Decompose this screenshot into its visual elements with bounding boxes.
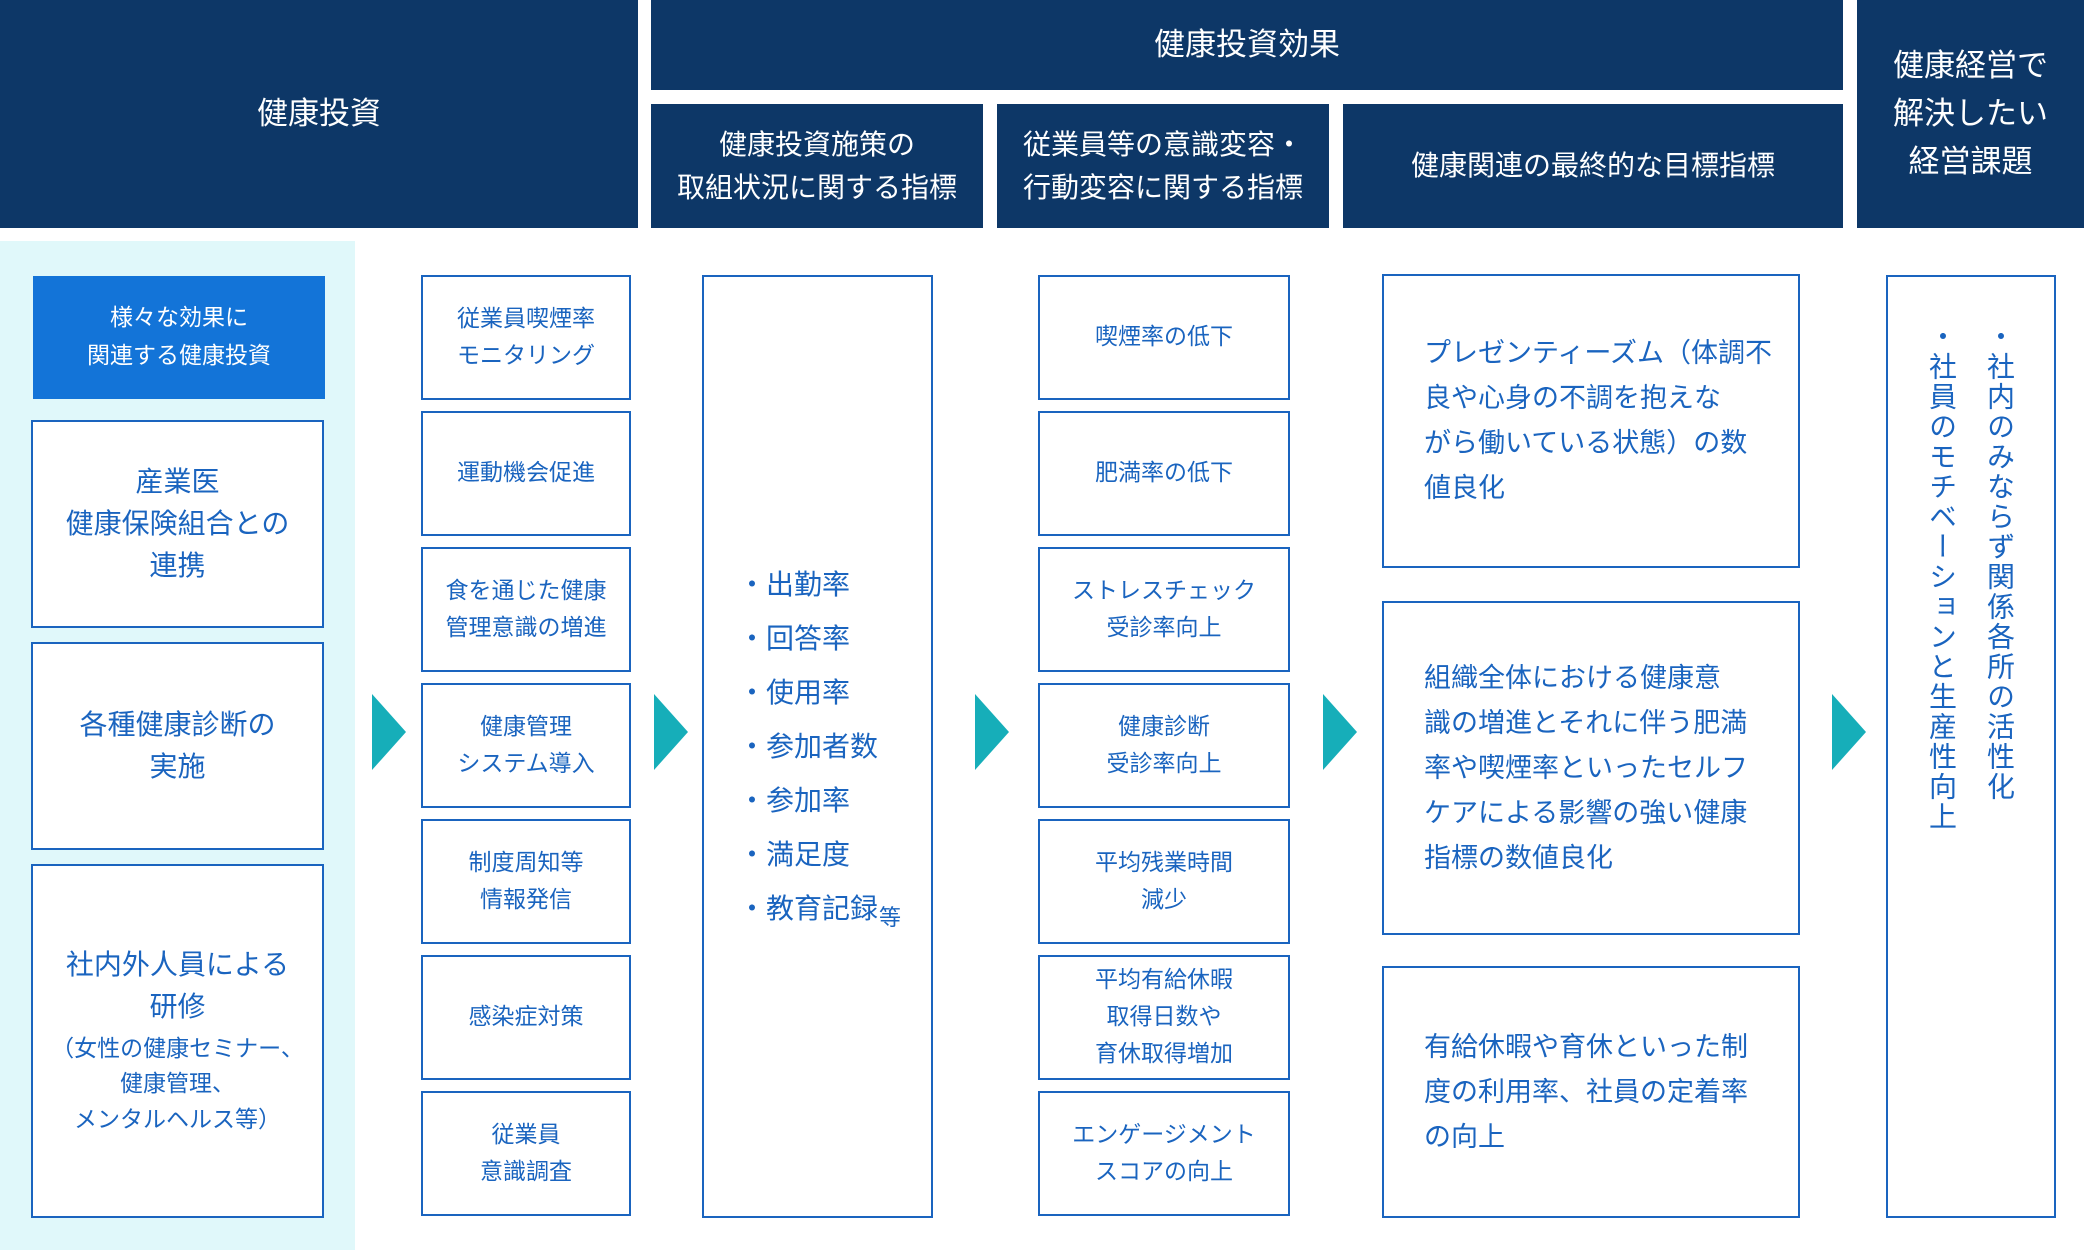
goal-box-health-awareness: 組織全体における健康意 識の増進とそれに伴う肥満 率や喫煙率といったセルフ ケア… (1382, 601, 1800, 935)
measure-box: 運動機会促進 (421, 411, 631, 536)
metric-item: ・参加者数 (738, 729, 879, 763)
metrics-list: ・出勤率 ・回答率 ・使用率 ・参加者数 ・参加率 ・満足度 ・教育記録 (738, 558, 878, 936)
behavior-box: エンゲージメント スコアの向上 (1038, 1091, 1290, 1216)
metric-item: ・満足度 (738, 837, 851, 871)
investment-box-label: 社内外人員による 研修 (65, 947, 290, 1023)
goal-label: 組織全体における健康意 識の増進とそれに伴う肥満 率や喫煙率といったセルフ ケア… (1424, 662, 1748, 874)
arrow-right-icon (1832, 694, 1866, 770)
measure-box: 感染症対策 (421, 955, 631, 1080)
investment-tag-label: 様々な効果に 関連する健康投資 (87, 304, 271, 369)
metric-item: ・回答率 (738, 621, 851, 655)
header-behavior-indicators: 従業員等の意識変容・ 行動変容に関する指標 (997, 104, 1329, 228)
behavior-label: ストレスチェック 受診率向上 (1072, 577, 1256, 641)
header-effect-label: 健康投資効果 (1154, 26, 1340, 63)
goal-box-presenteeism: プレゼンティーズム（体調不 良や心身の不調を抱えな がら働いている状態）の数 値… (1382, 274, 1800, 568)
measure-label: 従業員喫煙率 モニタリング (457, 305, 595, 369)
metrics-etc: 等 (878, 906, 901, 931)
behavior-box: 平均残業時間 減少 (1038, 819, 1290, 944)
behavior-box: 健康診断 受診率向上 (1038, 683, 1290, 808)
investment-training-note: （女性の健康セミナー、 健康管理、 メンタルヘルス等） (51, 1035, 304, 1133)
measure-label: 健康管理 システム導入 (457, 713, 595, 777)
issues-box (1886, 275, 2056, 1218)
header-measure-indicators-label: 健康投資施策の 取組状況に関する指標 (676, 127, 957, 204)
measure-label: 運動機会促進 (457, 460, 595, 487)
issue-item: ・社員のモチベーションと生産性向上 (1925, 322, 1958, 832)
behavior-label: 平均有給休暇 取得日数や 育休取得増加 (1095, 967, 1233, 1067)
behavior-box: ストレスチェック 受診率向上 (1038, 547, 1290, 672)
behavior-box: 喫煙率の低下 (1038, 275, 1290, 400)
header-behavior-indicators-label: 従業員等の意識変容・ 行動変容に関する指標 (1022, 127, 1303, 204)
arrow-right-icon (975, 694, 1009, 770)
header-measure-indicators: 健康投資施策の 取組状況に関する指標 (651, 104, 983, 228)
investment-box-occupational-physician: 産業医 健康保険組合との 連携 (31, 420, 324, 628)
issue-item: ・社内のみならず関係各所の活性化 (1983, 322, 2016, 802)
arrow-right-icon (1323, 694, 1357, 770)
measure-box: 従業員 意識調査 (421, 1091, 631, 1216)
investment-box-label: 産業医 健康保険組合との 連携 (65, 465, 290, 582)
measure-label: 従業員 意識調査 (480, 1121, 572, 1185)
header-goal-indicators-label: 健康関連の最終的な目標指標 (1410, 149, 1775, 183)
behavior-label: 喫煙率の低下 (1095, 324, 1233, 351)
behavior-label: エンゲージメント スコアの向上 (1072, 1121, 1256, 1185)
measure-box: 健康管理 システム導入 (421, 683, 631, 808)
header-management-issues-label: 健康経営で 解決したい 経営課題 (1893, 47, 2048, 181)
measure-label: 制度周知等 情報発信 (468, 849, 584, 913)
measure-box: 食を通じた健康 管理意識の増進 (421, 547, 631, 672)
goal-box-leave-usage: 有給休暇や育休といった制 度の利用率、社員の定着率 の向上 (1382, 966, 1800, 1218)
metric-item: ・参加率 (738, 783, 851, 817)
arrow-right-icon (654, 694, 688, 770)
goal-label: プレゼンティーズム（体調不 良や心身の不調を抱えな がら働いている状態）の数 値… (1424, 338, 1773, 504)
header-investment-label: 健康投資 (257, 95, 381, 132)
behavior-label: 健康診断 受診率向上 (1106, 713, 1222, 777)
behavior-label: 肥満率の低下 (1095, 460, 1233, 487)
behavior-label: 平均残業時間 減少 (1095, 849, 1233, 913)
metric-item: ・出勤率 (738, 567, 851, 601)
header-effect: 健康投資効果 (651, 0, 1843, 90)
investment-box-health-checkups: 各種健康診断の 実施 (31, 642, 324, 850)
arrow-right-icon (372, 694, 406, 770)
goal-label: 有給休暇や育休といった制 度の利用率、社員の定着率 の向上 (1424, 1031, 1748, 1153)
header-investment: 健康投資 (0, 0, 638, 228)
investment-tag: 様々な効果に 関連する健康投資 (33, 276, 325, 399)
measure-box: 制度周知等 情報発信 (421, 819, 631, 944)
metrics-box: ・出勤率 ・回答率 ・使用率 ・参加者数 ・参加率 ・満足度 ・教育記録 等 (702, 275, 933, 1218)
investment-box-training: 社内外人員による 研修 （女性の健康セミナー、 健康管理、 メンタルヘルス等） (31, 864, 324, 1218)
behavior-box: 平均有給休暇 取得日数や 育休取得増加 (1038, 955, 1290, 1080)
measure-label: 感染症対策 (468, 1004, 584, 1031)
metric-item: ・使用率 (738, 675, 851, 709)
measure-box: 従業員喫煙率 モニタリング (421, 275, 631, 400)
investment-box-label: 各種健康診断の 実施 (79, 708, 276, 783)
metric-item: ・教育記録 (738, 891, 879, 925)
header-goal-indicators: 健康関連の最終的な目標指標 (1343, 104, 1843, 228)
header-management-issues: 健康経営で 解決したい 経営課題 (1857, 0, 2084, 228)
measure-label: 食を通じた健康 管理意識の増進 (445, 577, 607, 641)
behavior-box: 肥満率の低下 (1038, 411, 1290, 536)
